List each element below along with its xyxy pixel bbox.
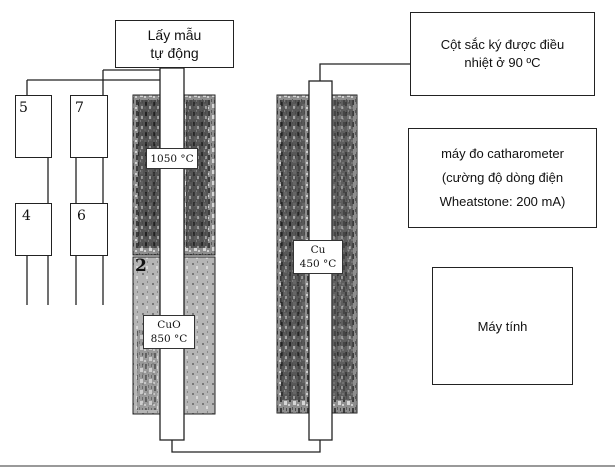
gc-column-box: Cột sắc ký được điều nhiệt ở 90 ºC [410, 12, 595, 96]
valve-number-5: 5 [19, 100, 28, 116]
gas-lines [171, 63, 415, 453]
valve-number-4: 4 [22, 208, 31, 224]
catharometer-box: máy đo catharometer (cường độ dòng điện … [408, 128, 597, 228]
computer-box: Máy tính [432, 267, 573, 385]
valve-box-4: 4 [15, 203, 52, 256]
cu-reactor-label: Cu 450 °C [293, 240, 343, 274]
valve-number-6: 6 [77, 208, 86, 224]
valve-number-7: 7 [75, 100, 84, 116]
cuo-reactor-label: CuO 850 °C [143, 315, 195, 349]
combustion-temperature-label: 1050 °C [146, 148, 198, 169]
valve-box-7: 7 [70, 95, 108, 158]
gc-column-label: Cột sắc ký được điều nhiệt ở 90 ºC [440, 37, 565, 70]
valve-box-5: 5 [15, 95, 52, 158]
valve-box-6: 6 [70, 203, 108, 256]
catharometer-label: máy đo catharometer (cường độ dòng điện … [439, 146, 566, 209]
computer-label: Máy tính [477, 318, 528, 334]
autosampler-label: Lấy mẫu tự động [147, 27, 202, 61]
furnace-number: 2 [135, 256, 147, 276]
autosampler-box: Lấy mẫu tự động [115, 20, 234, 68]
